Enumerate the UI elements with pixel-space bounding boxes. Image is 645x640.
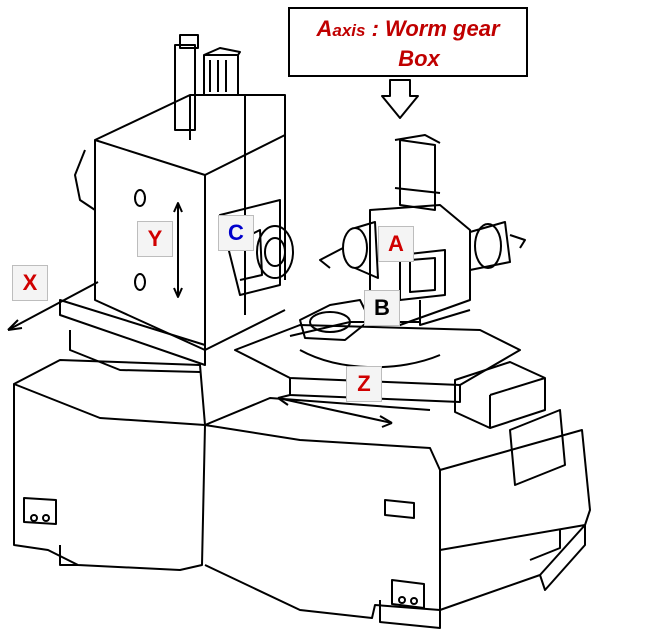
z-axis-label: Z bbox=[346, 366, 382, 402]
callout-title: Aaxis : Worm gear bbox=[290, 17, 526, 43]
y-axis-label: Y bbox=[137, 221, 173, 257]
a-axis-label: A bbox=[378, 226, 414, 262]
callout-subtitle: Box bbox=[398, 46, 440, 71]
machine-base bbox=[13, 359, 591, 629]
callout-arrow bbox=[381, 79, 419, 119]
x-axis-label: X bbox=[12, 265, 48, 301]
callout-title-rest: : Worm gear bbox=[365, 16, 500, 41]
b-axis-label: B bbox=[364, 290, 400, 326]
callout-prefix-big: A bbox=[316, 16, 333, 41]
c-axis-label: C bbox=[218, 215, 254, 251]
callout-box: Aaxis : Worm gear Box bbox=[288, 7, 528, 77]
c-spindle bbox=[219, 199, 294, 296]
x-axis-arrow bbox=[7, 281, 99, 331]
column bbox=[59, 34, 286, 373]
z-table bbox=[234, 321, 546, 429]
callout-prefix-small: axis bbox=[332, 21, 366, 40]
